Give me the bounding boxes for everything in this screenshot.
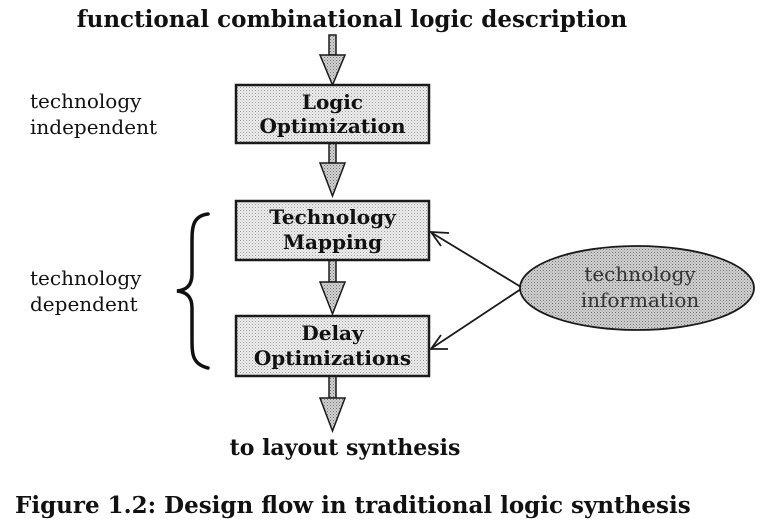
flow-arrow-output xyxy=(318,375,347,434)
technology-dependent-label-line2: dependent xyxy=(30,292,138,316)
output-label: to layout synthesis xyxy=(230,435,461,461)
logic-optimization-label-line2: Optimization xyxy=(259,114,405,138)
technology-mapping-label-line2: Mapping xyxy=(283,230,382,254)
flow-arrow-mapping-to-delay xyxy=(318,259,347,317)
technology-information-label-line1: technology xyxy=(584,262,696,286)
library-to-delay-arrow xyxy=(429,288,522,350)
technology-information-ellipse: technology information xyxy=(519,245,755,331)
technology-mapping-box: Technology Mapping xyxy=(234,199,431,262)
library-to-mapping-arrow xyxy=(429,230,522,288)
technology-dependent-label-line1: technology xyxy=(30,266,142,290)
delay-optimizations-label-line1: Delay xyxy=(301,321,365,345)
logic-optimization-box: Logic Optimization xyxy=(234,83,431,145)
technology-mapping-label-line1: Technology xyxy=(269,205,397,229)
logic-optimization-label-line1: Logic xyxy=(302,90,363,114)
technology-independent-label-line2: independent xyxy=(30,115,157,139)
figure-caption: Figure 1.2: Design flow in traditional l… xyxy=(15,492,691,519)
flow-arrow-input xyxy=(318,34,347,87)
technology-information-label-line2: information xyxy=(581,288,700,312)
flow-arrow-logic-to-mapping xyxy=(318,142,347,199)
delay-optimizations-box: Delay Optimizations xyxy=(234,314,431,378)
input-description-label: functional combinational logic descripti… xyxy=(77,6,628,33)
dependent-steps-brace xyxy=(176,212,210,370)
delay-optimizations-label-line2: Optimizations xyxy=(254,346,411,370)
technology-independent-label-line1: technology xyxy=(30,89,142,113)
